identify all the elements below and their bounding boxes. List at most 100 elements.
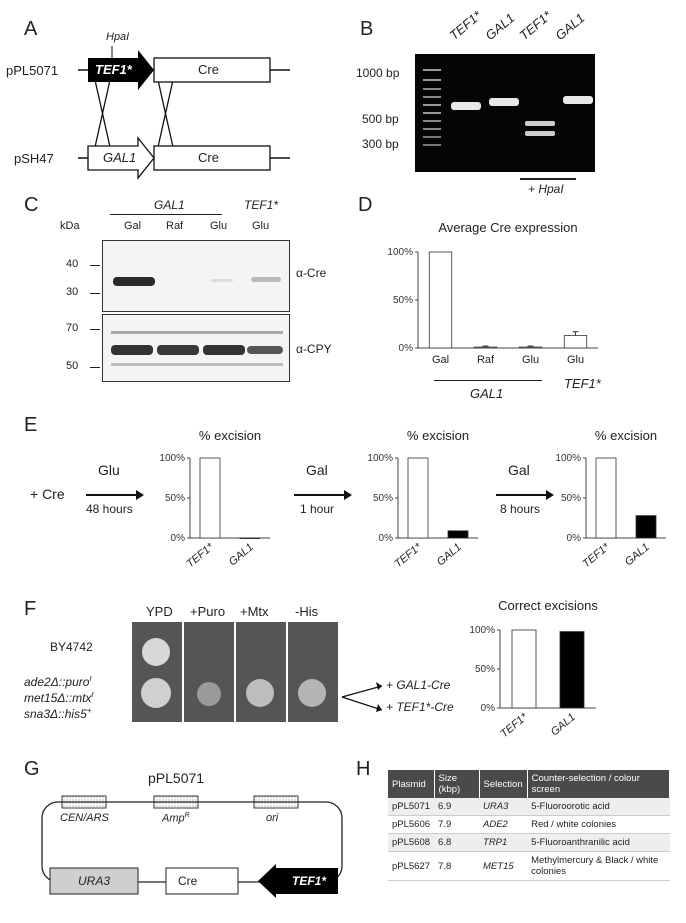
cre-label-bottom: Cre	[198, 150, 219, 165]
chartD-ytick-label-2: 100%	[387, 247, 413, 258]
chartE1-xlabel-0: TEF1*	[184, 541, 216, 571]
size-1000: 1000 bp	[356, 66, 400, 80]
chartD-group-gal1: GAL1	[470, 386, 504, 401]
step2-time: 1 hour	[300, 502, 335, 516]
map-cre: Cre	[178, 874, 198, 888]
chartE1-bar-0	[199, 457, 221, 539]
gal1-label: GAL1	[103, 150, 137, 165]
lane-label-2: GAL1	[482, 10, 518, 43]
plate-puro	[184, 622, 234, 722]
hpai-digest-label: + HpaI	[528, 182, 564, 196]
lane-gal: Gal	[124, 220, 142, 232]
chartF-ytick-label-0: 0%	[481, 703, 496, 714]
chartE1-title: % excision	[199, 428, 261, 443]
chartF-xlabel-0: TEF1*	[498, 711, 530, 741]
strain-by4742: BY4742	[50, 640, 93, 654]
tef1-cre-label: + TEF1*-Cre	[386, 700, 454, 714]
chartD-title: Average Cre expression	[438, 220, 577, 235]
cre-label-top: Cre	[198, 62, 219, 77]
plasmid-map	[41, 795, 343, 898]
genotype-3: sna3Δ::his5+	[24, 706, 92, 721]
tef1-arrow-map	[258, 864, 338, 898]
step2-sugar: Gal	[306, 462, 328, 478]
gal1-group-label: GAL1	[154, 198, 185, 212]
marker-70: 70	[66, 322, 79, 334]
lane-label-4: GAL1	[552, 10, 588, 43]
map-ura3: URA3	[78, 874, 111, 888]
chartD-xlabel-3: Glu	[567, 354, 584, 366]
plasmid-table: Plasmid Size (kbp) Selection Counter-sel…	[388, 770, 671, 881]
tef1-promoter-arrow	[88, 50, 154, 90]
size-500: 500 bp	[362, 112, 399, 126]
chartD-bar-0	[428, 251, 453, 349]
chartE1-xlabel-1: GAL1	[227, 541, 256, 568]
chartE1-ytick-label-2: 100%	[159, 453, 185, 464]
table-row: pPL5627 7.8 MET15 Methylmercury & Black …	[388, 851, 670, 881]
lane-label-1: TEF1*	[446, 7, 485, 44]
chartE3-ytick-label-2: 100%	[555, 453, 581, 464]
chart-excision-1: % excision 0% 50% 100% TEF1* GAL1	[159, 428, 270, 571]
chartE2-title: % excision	[407, 428, 469, 443]
step1-time: 48 hours	[86, 502, 133, 516]
chartE2-xlabel-1: GAL1	[435, 541, 464, 568]
media-puro: +Puro	[190, 604, 226, 619]
marker-50: 50	[66, 360, 79, 372]
plate-ypd	[132, 622, 182, 722]
band-lane-3b	[525, 131, 555, 136]
western-blot-cpy	[102, 314, 290, 382]
lane-raf: Raf	[166, 220, 184, 232]
chartE1-ytick-label-1: 50%	[165, 493, 185, 504]
size-300: 300 bp	[362, 137, 399, 151]
plus-cre-label: + Cre	[30, 486, 65, 502]
genotype-1: ade2Δ::puror	[24, 674, 93, 689]
map-tef1: TEF1*	[292, 874, 327, 888]
band-lane-4	[563, 96, 593, 104]
panel-label-e: E	[24, 414, 38, 436]
chartD-xlabel-0: Gal	[432, 354, 449, 366]
band-lane-3a	[525, 121, 555, 126]
cre-box-top	[153, 57, 271, 83]
marker-30: 30	[66, 286, 79, 298]
chartD-bar-2	[518, 346, 543, 349]
ori-box	[253, 795, 299, 809]
genotype-2: met15Δ::mtxr	[24, 690, 95, 705]
panel-label-b: B	[360, 18, 374, 40]
chartE3-xlabel-1: GAL1	[623, 541, 652, 568]
plasmid-pSH47-label: pSH47	[14, 151, 54, 166]
step1-sugar: Glu	[98, 462, 120, 478]
western-blot-cre	[102, 240, 290, 312]
panel-label-g: G	[24, 758, 40, 780]
chartD-ytick-label-0: 0%	[399, 343, 414, 354]
anti-cpy-label: α-CPY	[296, 342, 332, 356]
chartE1-ytick-label-0: 0%	[171, 533, 186, 544]
cre-box-bottom	[153, 145, 271, 171]
hpai-site-label: HpaI	[106, 31, 130, 43]
chartD-bar-1	[473, 346, 498, 349]
chartE1-bar-1	[239, 537, 261, 540]
panel-label-h: H	[356, 758, 371, 780]
th-size: Size (kbp)	[434, 770, 480, 798]
lane-glu: Glu	[210, 220, 228, 232]
chartE2-bar-1	[447, 530, 469, 539]
table-row: pPL5608 6.8 TRP1 5-Fluoroanthranilic aci…	[388, 833, 670, 852]
chartF-ytick-label-1: 50%	[475, 664, 495, 675]
band-lane-1	[451, 102, 481, 110]
tef1-group-label: TEF1*	[244, 198, 279, 212]
agarose-gel	[415, 54, 595, 172]
band-lane-2	[489, 98, 519, 106]
cre-box-map	[165, 867, 239, 895]
map-ori: ori	[266, 812, 279, 824]
chartE3-xlabel-0: TEF1*	[580, 541, 612, 571]
chartE3-ytick-label-1: 50%	[561, 493, 581, 504]
gal1-promoter-arrow	[87, 136, 155, 180]
chartE2-xlabel-0: TEF1*	[392, 541, 424, 571]
cen-ars-box	[61, 795, 107, 809]
kda-label: kDa	[60, 220, 80, 232]
anti-cre-label: α-Cre	[296, 266, 327, 280]
marker-40: 40	[66, 258, 79, 270]
panel-label-d: D	[358, 194, 373, 216]
chartD-group-tef1: TEF1*	[564, 376, 601, 391]
